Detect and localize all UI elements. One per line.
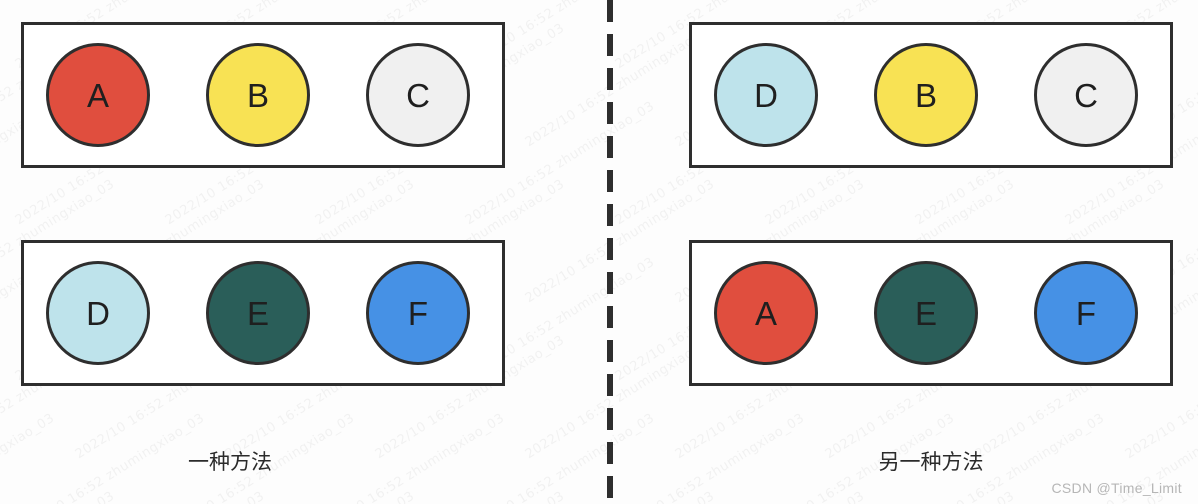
group-box-right-bottom: A E F <box>689 240 1173 386</box>
panel-right-caption: 另一种方法 <box>878 450 984 474</box>
node-label: F <box>407 294 429 332</box>
node-label: D <box>86 294 110 332</box>
panel-left: A B C D E F <box>21 22 505 474</box>
csdn-credit: CSDN @Time_Limit <box>1051 480 1182 496</box>
node-label: E <box>246 294 269 332</box>
node-label: F <box>1075 294 1097 332</box>
node-circle: E <box>206 261 310 365</box>
node-row: D E F <box>24 243 502 383</box>
node-label: D <box>754 76 778 114</box>
node-label: B <box>246 76 269 114</box>
node-label: E <box>914 294 937 332</box>
node-circle: A <box>46 43 150 147</box>
node-circle: F <box>366 261 470 365</box>
panel-left-caption: 一种方法 <box>188 450 272 474</box>
group-box-left-top: A B C <box>21 22 505 168</box>
node-circle: D <box>46 261 150 365</box>
group-box-left-bottom: D E F <box>21 240 505 386</box>
node-circle: B <box>206 43 310 147</box>
node-circle: E <box>874 261 978 365</box>
group-box-right-top: D B C <box>689 22 1173 168</box>
node-circle: A <box>714 261 818 365</box>
node-row: D B C <box>692 25 1170 165</box>
node-circle: D <box>714 43 818 147</box>
node-row: A E F <box>692 243 1170 383</box>
panel-right: D B C A E F <box>610 0 1198 504</box>
node-label: B <box>914 76 937 114</box>
node-label: C <box>1074 76 1098 114</box>
node-circle: F <box>1034 261 1138 365</box>
node-circle: B <box>874 43 978 147</box>
node-circle: C <box>1034 43 1138 147</box>
node-row: A B C <box>24 25 502 165</box>
node-label: C <box>406 76 430 114</box>
node-circle: C <box>366 43 470 147</box>
dashed-divider <box>607 0 613 504</box>
node-label: A <box>754 294 777 332</box>
node-label: A <box>86 76 109 114</box>
